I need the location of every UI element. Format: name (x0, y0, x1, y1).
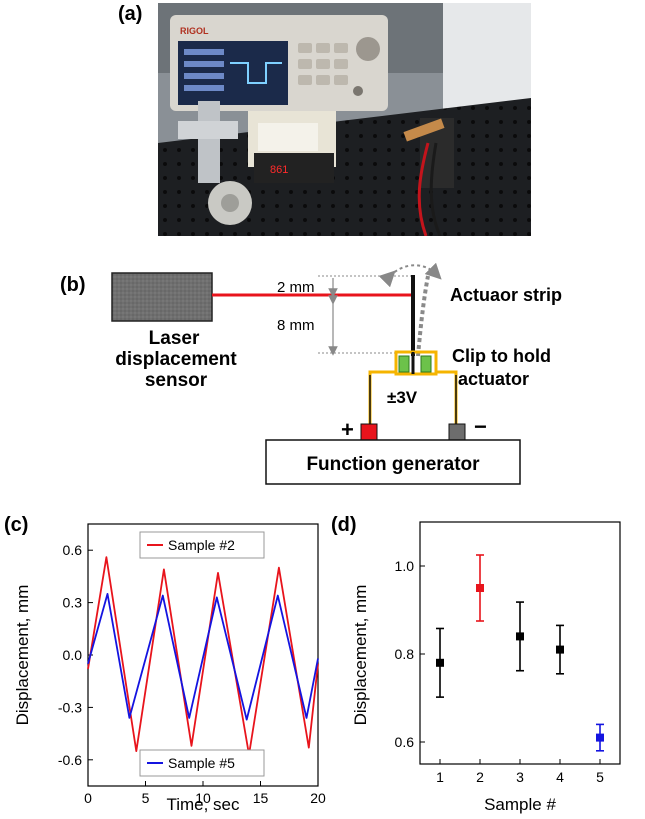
bend-direction-arrow (378, 262, 442, 288)
sensor-label-line-2: displacement (115, 349, 237, 370)
panel-label-c: (c) (4, 514, 29, 536)
data-point-sample-2 (476, 584, 484, 592)
strip-label: Actuaor strip (450, 285, 562, 305)
data-point-sample-1 (436, 658, 444, 667)
chart-displacement-sample: 1 2 3 4 5 0.6 0.8 1.0 Sample # Displacement, mm (351, 521, 621, 814)
sensor-label-line-1: Laser (149, 328, 200, 349)
series-line-sample2 (87, 556, 319, 756)
laser-sensor-box (111, 272, 213, 322)
plus-sign: + (341, 417, 354, 442)
chart-c-ytick-label: 0.0 (63, 647, 83, 663)
chart-d-ytick-label: 1.0 (395, 558, 415, 574)
clip-label-line-2: actuator (458, 369, 529, 389)
function-generator-device: RIGOL (170, 15, 388, 111)
generator-brand: RIGOL (180, 26, 209, 36)
function-generator-box (265, 439, 521, 485)
chart-c-ytick-label: 0.3 (63, 595, 83, 611)
panel-label-b: (b) (60, 274, 86, 296)
panel-label-a: (a) (118, 3, 143, 25)
chart-c-xtick-label: 15 (253, 790, 269, 806)
chart-d-xtick-label: 2 (476, 769, 484, 785)
setup-photo-drawing: RIGOL 861 (158, 3, 531, 236)
chart-d-xtick-label: 1 (436, 769, 444, 785)
function-generator-label: Function generator (306, 454, 480, 475)
clip-label-line-1: Clip to hold (452, 346, 551, 366)
dim-label-bottom: 8 mm (277, 317, 315, 334)
chart-c-ylabel: Displacement, mm (13, 585, 32, 726)
strip-bent-outline (416, 275, 430, 357)
chart-c-xtick-label: 0 (84, 790, 92, 806)
chart-d-ytick-label: 0.6 (395, 734, 415, 750)
electrode-right (420, 355, 432, 373)
laser-sensor-device: 861 (248, 111, 336, 183)
panel-label-d: (d) (331, 514, 357, 536)
chart-c-xtick-label: 10 (195, 790, 211, 806)
legend-label-sample2: Sample #2 (168, 537, 235, 553)
minus-sign: − (474, 414, 487, 439)
chart-c-xtick-label: 5 (142, 790, 150, 806)
chart-c-xlabel: Time, sec (166, 795, 240, 814)
minus-terminal (448, 423, 466, 441)
chart-d-xtick-label: 5 (596, 769, 604, 785)
data-point-sample-5 (596, 733, 604, 742)
chart-displacement-time: 0 5 10 15 20 -0.6 -0.3 0.0 0.3 0.6 Sample #2 Samp… (13, 523, 326, 814)
data-point-sample-3 (516, 632, 524, 641)
actuator-mount-device (403, 118, 454, 236)
dim-label-top: 2 mm (277, 279, 315, 296)
sensor-stage-device (178, 101, 252, 225)
plus-terminal (360, 423, 378, 441)
chart-d-ytick-label: 0.8 (395, 646, 415, 662)
clip (394, 350, 438, 376)
chart-d-xtick-label: 4 (556, 769, 564, 785)
chart-c-ytick-label: -0.6 (58, 752, 82, 768)
sensor-readout: 861 (270, 164, 288, 176)
series-line-sample5 (87, 593, 319, 721)
legend-label-sample5: Sample #5 (168, 755, 235, 771)
voltage-label: ±3V (387, 388, 418, 407)
data-point-sample-4 (556, 645, 564, 654)
chart-c-ytick-label: -0.3 (58, 699, 82, 715)
wire-right (436, 370, 458, 424)
schematic-diagram: 2 mm 8 mm + − Function generator ±3V Act… (111, 262, 562, 485)
chart-d-ylabel: Displacement, mm (351, 585, 370, 726)
chart-d-xtick-label: 3 (516, 769, 524, 785)
chart-c-xtick-label: 20 (310, 790, 326, 806)
chart-d-xlabel: Sample # (484, 795, 556, 814)
setup-photo: RIGOL 861 (158, 3, 531, 236)
sensor-label-line-3: sensor (145, 370, 208, 391)
electrode-left (398, 355, 410, 373)
chart-c-ytick-label: 0.6 (63, 542, 83, 558)
